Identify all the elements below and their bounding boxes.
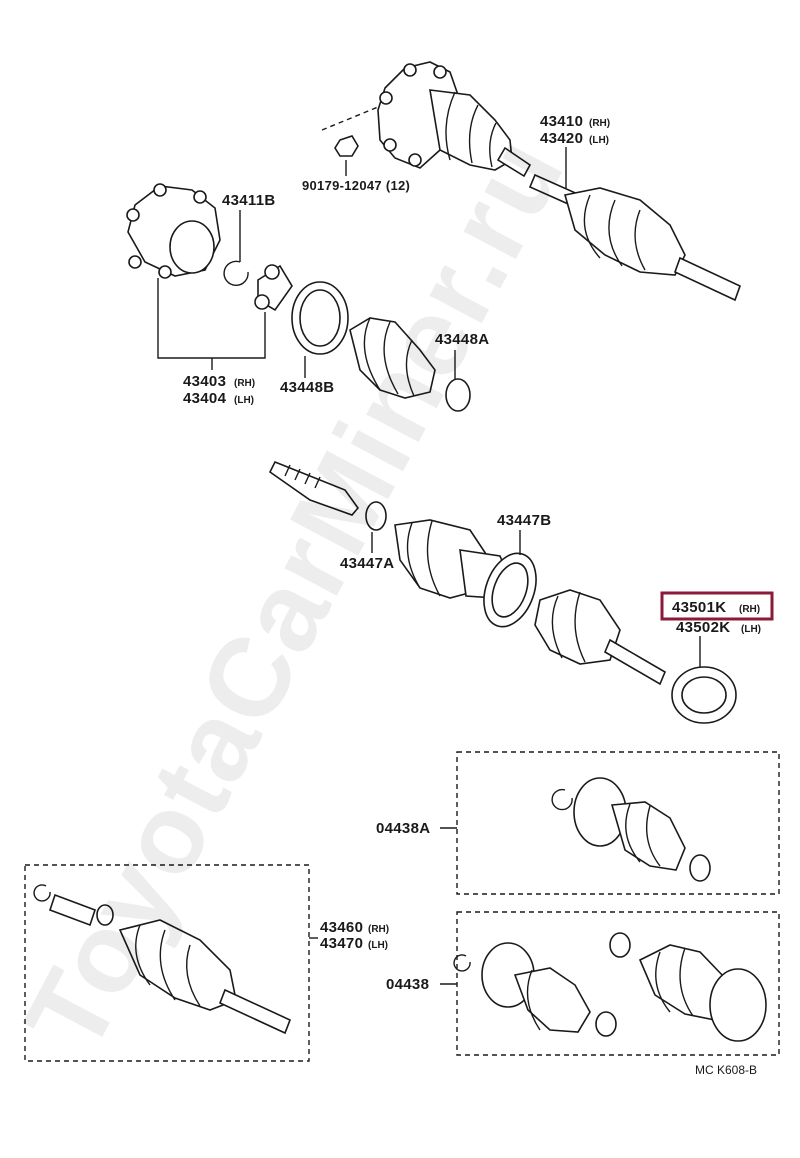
label-43447B: 43447B: [497, 512, 551, 529]
svg-text:(LH): (LH): [368, 940, 388, 951]
kit-box-04438A: [456, 751, 780, 895]
kit-box-43460: [24, 864, 310, 1062]
label-90179: 90179-12047 (12): [302, 178, 410, 193]
drive-shaft-assembly-top[interactable]: [321, 61, 741, 302]
inner-joint-assembly[interactable]: [126, 183, 471, 412]
svg-text:43460: 43460: [320, 919, 363, 936]
label-04438: 04438: [386, 976, 429, 993]
svg-text:(LH): (LH): [234, 395, 254, 406]
highlight-box: [660, 591, 774, 621]
label-43447A: 43447A: [340, 555, 394, 572]
svg-text:(RH): (RH): [589, 118, 610, 129]
label-43502K: 43502K (LH): [676, 619, 761, 636]
label-43501K[interactable]: 43501K (RH): [672, 599, 760, 616]
label-43470: 43470 (LH): [320, 935, 388, 952]
boot-kit-04438[interactable]: [453, 932, 767, 1042]
svg-text:43501K: 43501K: [672, 599, 726, 616]
svg-text:43470: 43470: [320, 935, 363, 952]
svg-text:(RH): (RH): [368, 924, 389, 935]
label-43411B: 43411B: [222, 192, 276, 209]
svg-text:(LH): (LH): [741, 624, 761, 635]
label-43420: 43420 (LH): [540, 130, 609, 147]
label-43404: 43404 (LH): [183, 390, 254, 407]
svg-text:(LH): (LH): [589, 135, 609, 146]
label-43448A: 43448A: [435, 331, 489, 348]
drive-shaft-kit-43460[interactable]: [33, 884, 292, 1035]
svg-text:43420: 43420: [540, 130, 583, 147]
label-43448B: 43448B: [280, 379, 334, 396]
svg-text:(RH): (RH): [739, 604, 760, 615]
svg-text:43404: 43404: [183, 390, 227, 407]
svg-text:(RH): (RH): [234, 378, 255, 389]
label-43460: 43460 (RH): [320, 919, 389, 936]
label-04438A: 04438A: [376, 820, 430, 837]
svg-text:43410: 43410: [540, 113, 583, 130]
label-43410: 43410 (RH): [540, 113, 610, 130]
diagram-code: MC K608-B: [695, 1063, 757, 1077]
svg-text:43403: 43403: [183, 373, 226, 390]
label-43403: 43403 (RH): [183, 373, 255, 390]
center-shaft-assembly[interactable]: [268, 460, 737, 724]
boot-kit-04438A[interactable]: [551, 777, 711, 882]
svg-text:43502K: 43502K: [676, 619, 730, 636]
